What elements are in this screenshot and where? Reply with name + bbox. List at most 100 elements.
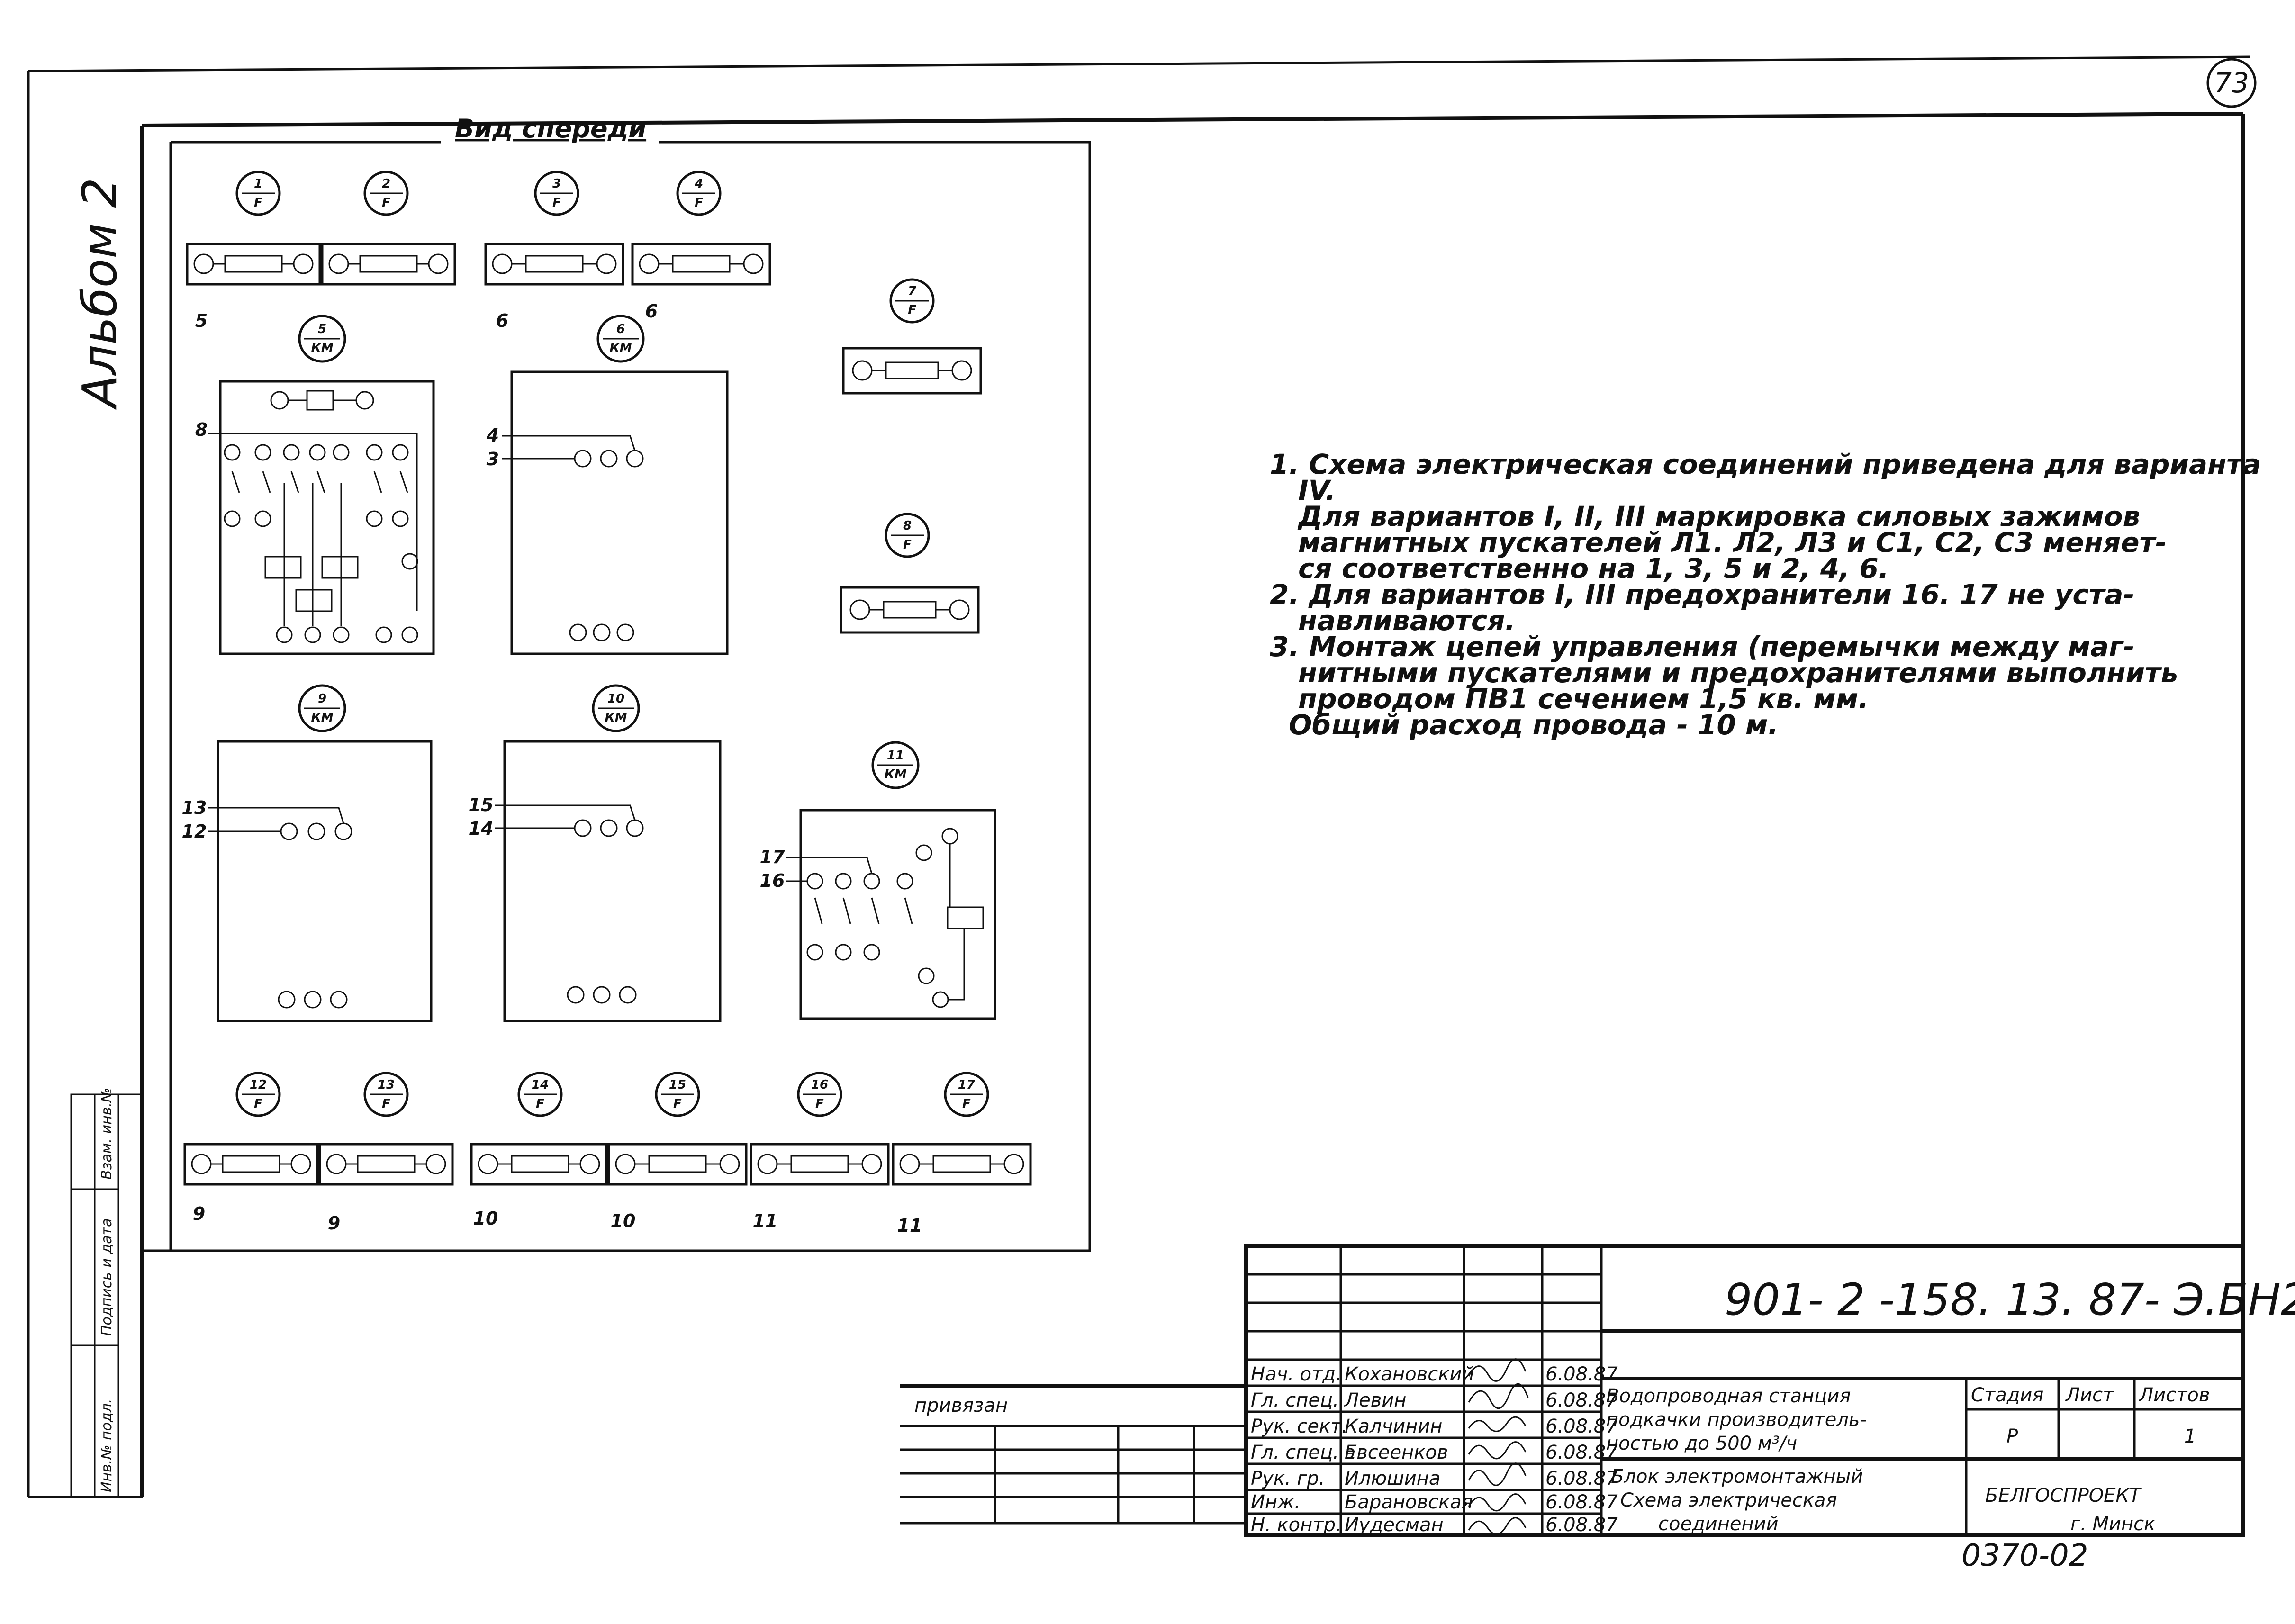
note-line-11: Общий расход провода - 10 м.: [1289, 709, 1779, 741]
signature-date-2: 6.08.87: [1545, 1389, 1618, 1411]
contactor-km9: [208, 740, 433, 1022]
device-f1-type: F: [254, 196, 262, 210]
note-line-3: Для вариантов I, II, III маркировка сило…: [1297, 500, 2140, 532]
device-label-f17: 17F: [944, 1072, 989, 1117]
device-f4-number: 4: [694, 177, 703, 191]
device-km10-type: КМ: [605, 711, 627, 725]
side-stamp: Инв.№ подл. Подпись и дата Взам. инв.№: [70, 1088, 143, 1498]
device-f2-type: F: [382, 196, 390, 210]
fuse-holder-f7: [842, 347, 982, 395]
device-f17-number: 17: [958, 1078, 976, 1092]
organization-city: г. Минск: [2070, 1513, 2155, 1535]
wire-label-3: 3: [487, 449, 499, 469]
note-line-7: навливаются.: [1298, 604, 1516, 637]
album-label: Альбом 2: [72, 178, 127, 410]
project-title-line-3: ностью до 500 м³/ч: [1606, 1433, 1797, 1454]
note-line-9: нитными пускателями и предохранителями в…: [1298, 657, 2178, 689]
wire-label-14: 14: [469, 818, 494, 839]
device-f4-type: F: [695, 196, 703, 210]
signature-name-7: Иудесман: [1345, 1514, 1444, 1536]
wire-label-13: 13: [182, 797, 207, 818]
fuse-holder-f1: [186, 243, 321, 286]
signature-name-3: Калчинин: [1345, 1416, 1442, 1437]
fuse-holder-f14: [470, 1143, 608, 1186]
sheets-total-value: 1: [2184, 1426, 2196, 1447]
device-label-f4: 4F: [676, 171, 722, 216]
device-f15-number: 15: [669, 1078, 686, 1092]
device-f7-number: 7: [908, 284, 917, 298]
fuse-holder-f3: [484, 243, 624, 286]
signature-role-4: Гл. спец. э: [1251, 1442, 1355, 1463]
wire-label-9a: 9: [193, 1203, 205, 1224]
note-line-2: IV.: [1298, 474, 1336, 506]
note-line-4: магнитных пускателей Л1. Л2, Л3 и С1, С2…: [1298, 526, 2167, 559]
fuse-holder-f8: [840, 586, 980, 634]
wire-label-4: 4: [486, 425, 499, 446]
fuse-holder-f15: [607, 1143, 748, 1186]
signature-name-4: Евсеенков: [1345, 1442, 1448, 1463]
page-number-badge: 73: [2206, 58, 2257, 108]
signature-date-5: 6.08.87: [1545, 1468, 1618, 1489]
signature-role-2: Гл. спец.: [1251, 1389, 1339, 1411]
signature-date-3: 6.08.87: [1545, 1416, 1618, 1437]
device-km5-type: КМ: [311, 341, 333, 355]
signature-role-5: Рук. гр.: [1251, 1468, 1325, 1489]
device-label-f7: 7F: [889, 278, 935, 324]
wire-label-8: 8: [195, 419, 208, 440]
note-line-10: проводом ПВ1 сечением 1,5 кв. мм.: [1298, 683, 1869, 715]
device-label-f1: 1F: [235, 171, 281, 216]
device-km6-type: КМ: [609, 341, 632, 355]
device-label-f14: 14F: [517, 1072, 563, 1117]
side-stamp-field-2: Подпись и дата: [99, 1218, 115, 1336]
signature-role-7: Н. контр.: [1251, 1514, 1342, 1536]
sheet-title-line-3: соединений: [1658, 1513, 1779, 1535]
device-f14-type: F: [536, 1097, 544, 1111]
device-f12-type: F: [254, 1097, 262, 1111]
device-label-f3: 3F: [534, 171, 579, 216]
device-km9-number: 9: [318, 692, 326, 706]
device-label-f16: 16F: [797, 1072, 842, 1117]
contactor-km6: [502, 370, 729, 655]
project-title-line-1: Водопроводная станция: [1606, 1385, 1851, 1407]
device-km11-number: 11: [887, 749, 904, 763]
fuse-holder-f2: [321, 243, 456, 286]
note-line-1: 1. Схема электрическая соединений привед…: [1270, 448, 2261, 480]
wire-label-11b: 11: [897, 1215, 922, 1236]
stage-value: Р: [2006, 1426, 2018, 1447]
view-title: Вид спереди: [455, 114, 646, 144]
signature-role-6: Инж.: [1251, 1491, 1301, 1513]
device-label-km6: 6КМ: [596, 315, 645, 363]
sheet-title-line-1: Блок электромонтажный: [1611, 1466, 1863, 1488]
title-block: 901- 2 -158. 13. 87- Э.БН2 привязан Нач.…: [900, 1244, 2295, 1537]
device-f8-number: 8: [903, 519, 912, 533]
wire-label-12: 12: [182, 821, 207, 842]
wire-label-6b: 6: [645, 301, 658, 322]
signature-date-4: 6.08.87: [1545, 1442, 1618, 1463]
signature-date-7: 6.08.87: [1545, 1514, 1618, 1536]
contactor-km5: [208, 380, 435, 655]
device-f13-type: F: [382, 1097, 390, 1111]
project-title-line-2: подкачки производитель-: [1606, 1409, 1867, 1431]
device-km11-type: КМ: [884, 767, 906, 782]
fuse-holder-f4: [631, 243, 771, 286]
note-line-5: ся соответственно на 1, 3, 5 и 2, 4, 6.: [1298, 552, 1889, 585]
device-f16-type: F: [815, 1097, 824, 1111]
device-km10-number: 10: [607, 692, 624, 706]
contactor-km11: [786, 809, 996, 1020]
signature-role-3: Рук. сект.: [1251, 1416, 1347, 1437]
notes: 1. Схема электрическая соединений привед…: [1270, 448, 2261, 741]
device-f12-number: 12: [250, 1078, 267, 1092]
signature-name-6: Барановская: [1345, 1491, 1473, 1513]
device-label-f2: 2F: [363, 171, 409, 216]
device-f3-type: F: [552, 196, 561, 210]
signature-date-1: 6.08.87: [1545, 1363, 1618, 1385]
page-number: 73: [2214, 67, 2249, 99]
wire-labels: 5 6 6 8 4 3 13 12 15 14 17 16 9 9 10 10 …: [182, 301, 922, 1236]
wire-label-6: 6: [496, 310, 508, 331]
wire-label-16: 16: [760, 870, 785, 891]
drawing-designation: 901- 2 -158. 13. 87- Э.БН2: [1725, 1274, 2295, 1325]
note-line-6: 2. Для вариантов I, III предохранители 1…: [1270, 578, 2135, 611]
archive-number: 0370-02: [1961, 1538, 2088, 1573]
device-label-km9: 9КМ: [298, 684, 346, 732]
